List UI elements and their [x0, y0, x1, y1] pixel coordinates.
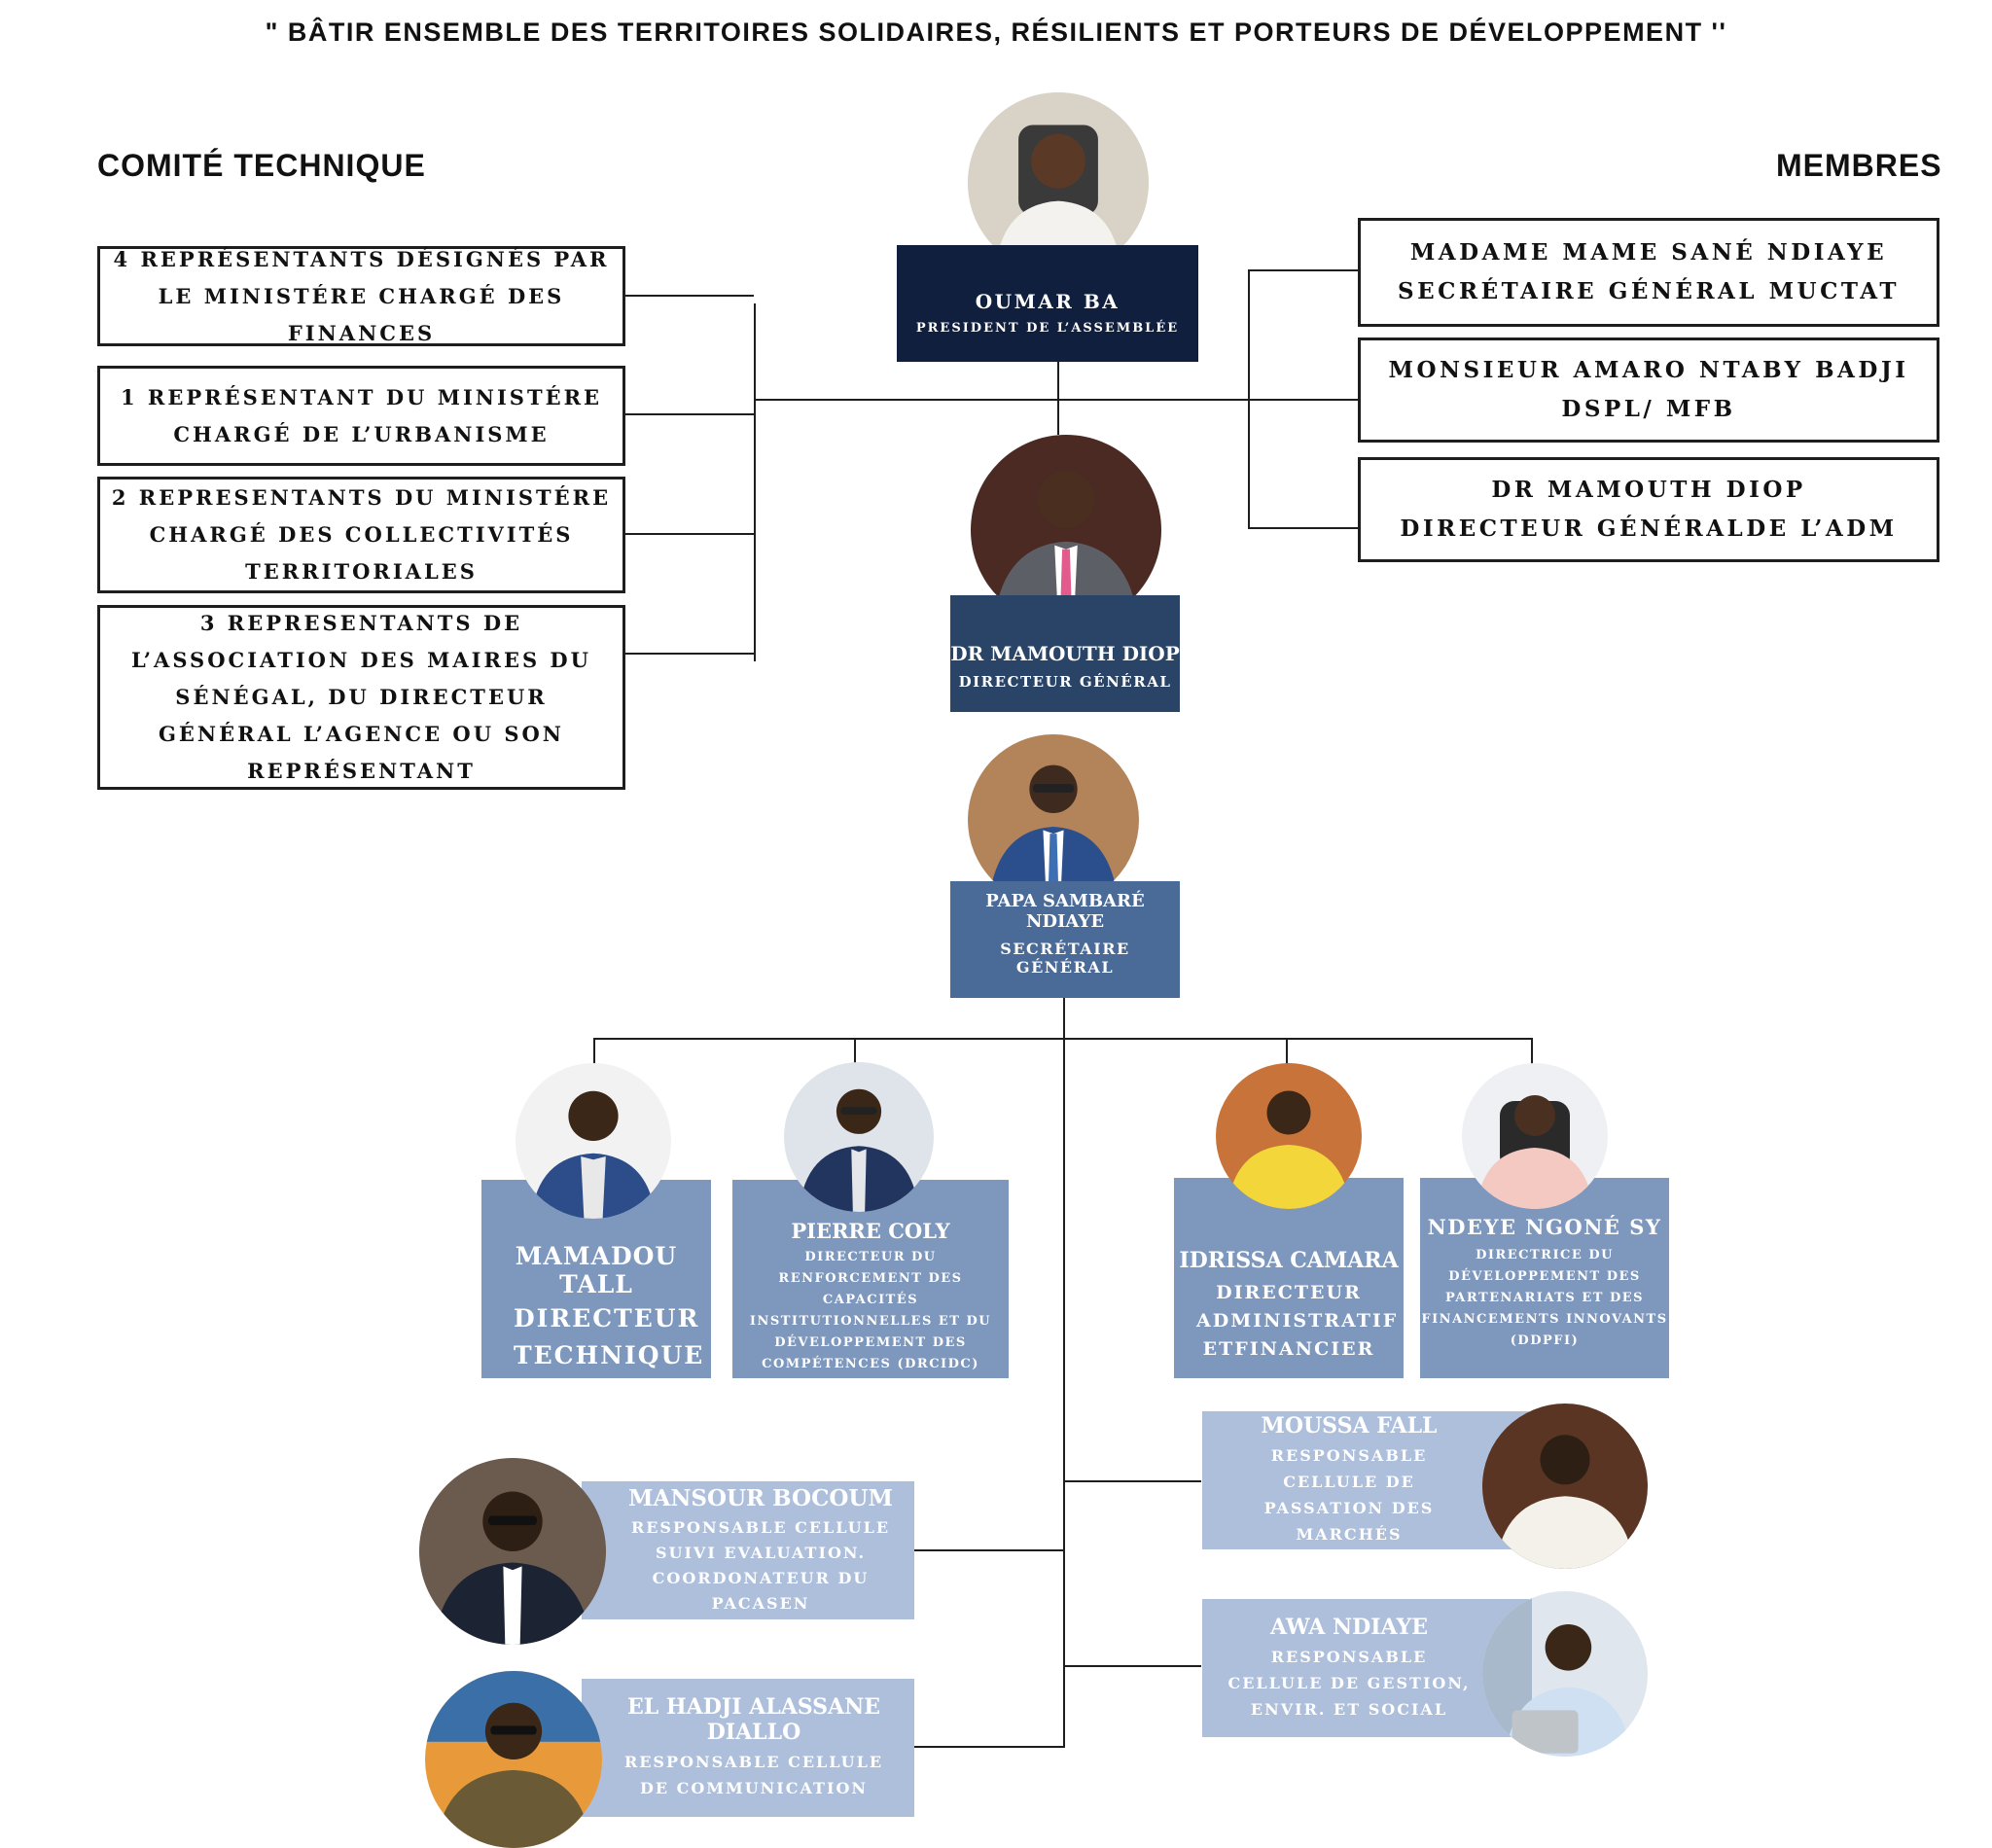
dg-title: DIRECTEUR GÉNÉRAL — [958, 673, 1172, 691]
cell-card-moussa-fall: MOUSSA FALL RESPONSABLE CELLULE DE PASSA… — [1202, 1411, 1529, 1549]
president-name: OUMAR BA — [975, 289, 1120, 313]
membre-role: DIRECTEUR GÉNÉRALDE L’ADM — [1400, 515, 1898, 542]
comite-item-urbanisme: 1 REPRÉSENTANT DU MINISTÉRE CHARGÉ DE L’… — [97, 366, 625, 466]
cell-title: RESPONSABLE CELLULE DE GESTION, ENVIR. E… — [1227, 1647, 1471, 1719]
comite-technique-title: COMITÉ TECHNIQUE — [97, 148, 426, 183]
president-card: OUMAR BA PRESIDENT DE L’ASSEMBLÉE — [897, 245, 1198, 362]
dg-card: DR MAMOUTH DIOP DIRECTEUR GÉNÉRAL — [950, 595, 1180, 712]
cell-title: RESPONSABLE CELLULE SUIVI EVALUATION. CO… — [630, 1517, 891, 1613]
comite-item-label: 1 REPRÉSENTANT DU MINISTÉRE CHARGÉ DE L’… — [120, 384, 603, 446]
sg-card: PAPA SAMBARÉ NDIAYE SECRÉTAIRE GÉNÉRAL — [950, 881, 1180, 998]
cell-name: EL HADJI ALASSANE DIALLO — [626, 1694, 881, 1745]
membre-amaro-ntaby-badji: MONSIEUR AMARO NTABY BADJI DSPL/ MFB — [1358, 338, 1939, 443]
cell-card-awa-ndiaye: AWA NDIAYE RESPONSABLE CELLULE DE GESTIO… — [1202, 1599, 1529, 1737]
sg-photo-icon — [968, 734, 1139, 906]
comite-item-collectivites: 2 REPRESENTANTS DU MINISTÉRE CHARGÉ DES … — [97, 477, 625, 593]
membre-name: MADAME MAME SANÉ NDIAYE — [1409, 239, 1888, 266]
director-photo-icon — [516, 1063, 671, 1219]
membre-name: MONSIEUR AMARO NTABY BADJI — [1388, 357, 1909, 383]
dg-photo-icon — [971, 435, 1161, 625]
comite-item-label: 3 REPRESENTANTS DE L’ASSOCIATION DES MAI… — [131, 611, 591, 783]
membre-role: SECRÉTAIRE GÉNÉRAL MUCTAT — [1398, 278, 1900, 304]
cell-card-mansour-bocoum: MANSOUR BOCOUM RESPONSABLE CELLULE SUIVI… — [582, 1481, 914, 1619]
director-photo-icon — [1216, 1063, 1362, 1209]
president-title: PRESIDENT DE L’ASSEMBLÉE — [915, 320, 1180, 336]
cell-photo-icon — [419, 1458, 606, 1645]
membres-title: MEMBRES — [1776, 148, 1942, 183]
cell-title: RESPONSABLE CELLULE DE PASSATION DES MAR… — [1263, 1446, 1435, 1544]
director-card-ndeye-ngone-sy: NDEYE NGONÉ SY DIRECTRICE DU DÉVELOPPEME… — [1420, 1178, 1669, 1378]
director-title: DIRECTEUR TECHNIQUE — [514, 1304, 705, 1369]
director-card-idrissa-camara: IDRISSA CAMARA DIRECTEUR ADMINISTRATIF E… — [1174, 1178, 1404, 1378]
cell-name: MANSOUR BOCOUM — [628, 1484, 893, 1511]
director-title: DIRECTRICE DU DÉVELOPPEMENT DES PARTENAR… — [1421, 1248, 1668, 1348]
membre-mamouth-diop: DR MAMOUTH DIOP DIRECTEUR GÉNÉRALDE L’AD… — [1358, 457, 1939, 562]
cell-photo-icon — [1482, 1591, 1648, 1757]
director-title: DIRECTEUR DU RENFORCEMENT DES CAPACITÉS … — [749, 1250, 992, 1371]
sg-title: SECRÉTAIRE GÉNÉRAL — [1000, 940, 1130, 977]
director-name: IDRISSA CAMARA — [1179, 1247, 1399, 1273]
membre-name: DR MAMOUTH DIOP — [1491, 477, 1806, 503]
director-name: MAMADOU TALL — [515, 1242, 678, 1298]
cell-card-el-hadji-alassane-diallo: EL HADJI ALASSANE DIALLO RESPONSABLE CEL… — [582, 1679, 914, 1817]
comite-item-association-maires: 3 REPRESENTANTS DE L’ASSOCIATION DES MAI… — [97, 605, 625, 790]
director-photo-icon — [1462, 1063, 1608, 1209]
cell-name: AWA NDIAYE — [1270, 1614, 1428, 1640]
membre-role: DSPL/ MFB — [1561, 396, 1736, 422]
director-photo-icon — [784, 1062, 934, 1212]
director-card-pierre-coly: PIERRE COLY DIRECTEUR DU RENFORCEMENT DE… — [732, 1180, 1009, 1378]
comite-item-finances: 4 REPRÉSENTANTS DÉSIGNÉS PAR LE MINISTÉR… — [97, 246, 625, 346]
director-name: NDEYE NGONÉ SY — [1427, 1215, 1662, 1239]
membre-mame-sane-ndiaye: MADAME MAME SANÉ NDIAYE SECRÉTAIRE GÉNÉR… — [1358, 218, 1939, 327]
slogan-title: " BÂTIR ENSEMBLE DES TERRITOIRES SOLIDAI… — [265, 18, 1727, 47]
sg-name: PAPA SAMBARÉ NDIAYE — [985, 891, 1145, 932]
cell-photo-icon — [425, 1671, 602, 1848]
comite-item-label: 2 REPRESENTANTS DU MINISTÉRE CHARGÉ DES … — [111, 485, 612, 584]
director-name: PIERRE COLY — [791, 1219, 950, 1243]
cell-title: RESPONSABLE CELLULE DE COMMUNICATION — [623, 1753, 884, 1797]
director-title: DIRECTEUR ADMINISTRATIF ETFINANCIER — [1196, 1281, 1399, 1360]
comite-item-label: 4 REPRÉSENTANTS DÉSIGNÉS PAR LE MINISTÉR… — [113, 246, 610, 345]
cell-name: MOUSSA FALL — [1261, 1413, 1438, 1439]
dg-name: DR MAMOUTH DIOP — [950, 642, 1180, 665]
cell-photo-icon — [1482, 1404, 1648, 1569]
